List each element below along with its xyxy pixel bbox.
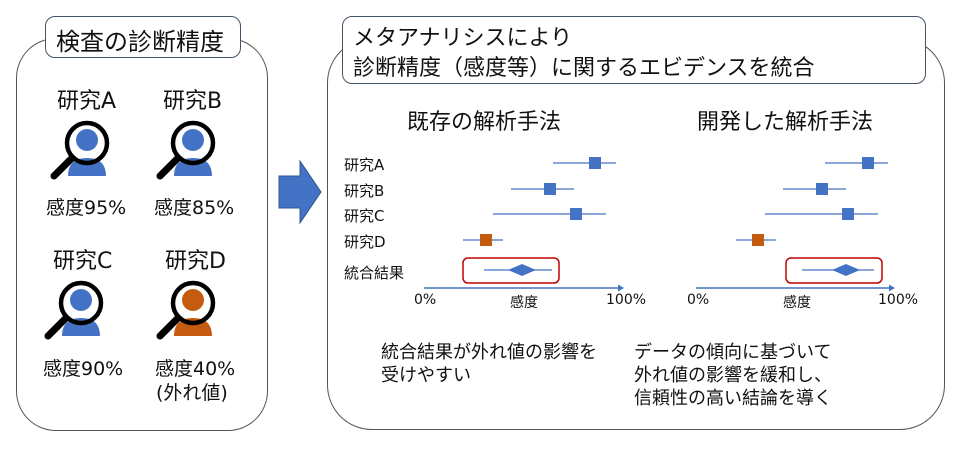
description-existing-line1: 統合結果が外れ値の影響を: [381, 342, 597, 363]
description-developed-line2: 外れ値の影響を緩和し、: [634, 365, 832, 386]
row-label-study-d: 研究D: [344, 233, 386, 251]
right-panel-title-line1: メタアナリシスにより: [353, 26, 573, 51]
row-label-study-a: 研究A: [344, 156, 385, 174]
right-arrow-icon: [278, 159, 322, 225]
magnifier-person-icon: [44, 280, 104, 340]
method-existing-title: 既存の解析手法: [407, 110, 562, 135]
row-label-pooled: 統合結果: [344, 264, 405, 282]
study-d-label: 研究D: [165, 249, 226, 274]
description-existing-line2: 受けやすい: [381, 365, 471, 386]
study-a-sensitivity: 感度95%: [46, 197, 127, 219]
method-developed-title: 開発した解析手法: [697, 110, 874, 135]
description-developed-line1: データの傾向に基づいて: [634, 342, 832, 363]
right-panel: [327, 38, 945, 430]
row-label-study-b: 研究B: [344, 182, 385, 200]
magnifier-person-icon: [156, 120, 216, 180]
study-a-label: 研究A: [57, 89, 117, 114]
study-b-sensitivity: 感度85%: [154, 197, 235, 219]
magnifier-person-icon: [50, 120, 110, 180]
study-d-outlier-note: (外れ値): [156, 382, 228, 404]
study-b-label: 研究B: [163, 89, 223, 114]
right-panel-title-line2: 診断精度（感度等）に関するエビデンスを統合: [353, 56, 815, 81]
left-panel-title: 検査の診断精度: [56, 28, 224, 56]
axis-min-developed: 0%: [687, 292, 710, 308]
description-developed-line3: 信頼性の高い結論を導く: [634, 388, 832, 409]
axis-label-existing: 感度: [510, 295, 538, 311]
right-panel-title-box: メタアナリシスにより 診断精度（感度等）に関するエビデンスを統合: [342, 16, 926, 84]
left-panel-title-box: 検査の診断精度: [45, 16, 241, 58]
study-c-label: 研究C: [53, 249, 113, 274]
magnifier-person-icon-outlier: [156, 280, 216, 340]
axis-max-developed: 100%: [878, 292, 919, 308]
left-panel: [16, 38, 268, 431]
study-c-sensitivity: 感度90%: [43, 358, 124, 380]
study-d-sensitivity: 感度40%: [155, 358, 236, 380]
axis-max-existing: 100%: [606, 292, 647, 308]
axis-label-developed: 感度: [783, 295, 811, 311]
axis-min-existing: 0%: [414, 292, 437, 308]
row-label-study-c: 研究C: [344, 207, 385, 225]
